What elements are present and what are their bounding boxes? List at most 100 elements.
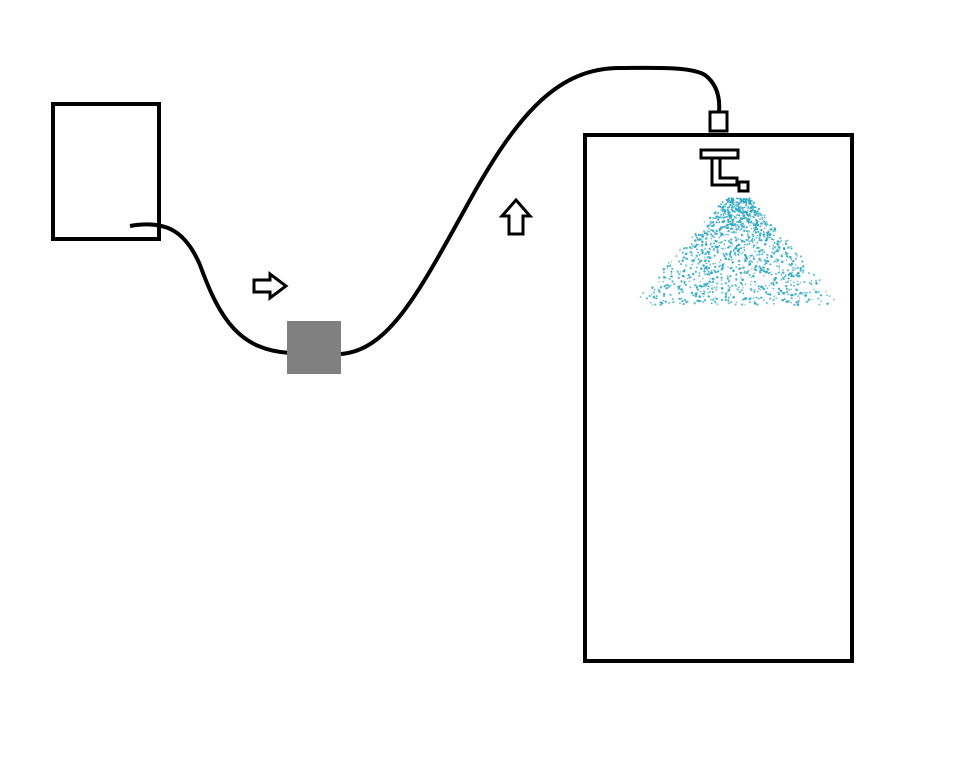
spray-droplet [812, 273, 816, 276]
spray-droplet [709, 243, 712, 246]
spray-droplet [740, 221, 742, 224]
spray-droplet [720, 233, 723, 236]
spray-droplet [719, 273, 723, 276]
spray-droplet [664, 287, 668, 290]
spray-droplet [697, 262, 700, 265]
spray-droplet [715, 286, 718, 289]
spray-droplet [787, 293, 790, 296]
spray-droplet [652, 296, 655, 299]
spray-droplet [734, 253, 737, 257]
spray-droplet [707, 267, 711, 270]
spray-droplet [740, 206, 743, 209]
spray-droplet [694, 283, 697, 287]
spray-droplet [810, 279, 813, 282]
spray-droplet [712, 223, 716, 227]
spray-droplet [673, 283, 676, 286]
spray-droplet [784, 275, 787, 278]
spray-droplet [750, 227, 752, 230]
spray-droplet [797, 295, 800, 298]
spray-droplet [737, 203, 740, 205]
spray-droplet [777, 287, 781, 290]
spray-droplet [744, 257, 747, 260]
spray-droplet [825, 291, 827, 293]
spray-droplet [645, 297, 648, 300]
spray-droplet [761, 218, 763, 221]
spray-droplet [734, 246, 737, 249]
spray-droplet [648, 294, 651, 298]
spray-droplet [680, 285, 682, 287]
spray-droplet [710, 271, 714, 275]
spray-droplet [792, 266, 794, 269]
spray-droplet [770, 228, 773, 231]
spray-droplet [757, 246, 760, 249]
spray-droplet [733, 205, 736, 207]
spray-droplet [807, 299, 810, 302]
spray-droplet [785, 259, 788, 262]
spray-droplet [702, 295, 705, 298]
spray-droplet [669, 293, 672, 297]
spray-droplet [790, 301, 792, 304]
spray-droplet [772, 234, 775, 237]
spray-droplet [776, 265, 778, 268]
spray-droplet [727, 213, 730, 215]
spray-droplet [733, 248, 736, 251]
spray-droplet [729, 204, 732, 207]
spray-droplet [724, 296, 727, 298]
spray-droplet [714, 244, 717, 248]
spray-droplet [772, 281, 775, 283]
spray-droplet [820, 300, 822, 302]
spray-droplet [739, 238, 742, 241]
spray-droplet [787, 300, 790, 303]
spray-droplet [706, 288, 709, 290]
spray-droplet [660, 286, 662, 289]
spray-droplet [754, 224, 757, 228]
spray-droplet [729, 201, 732, 204]
spray-droplet [732, 269, 735, 272]
spray-droplet [778, 264, 781, 267]
spray-droplet [670, 260, 672, 263]
spray-droplet [728, 274, 732, 278]
spray-droplet [743, 229, 746, 232]
spray-droplet [778, 293, 780, 296]
spray-mist [639, 197, 835, 307]
spray-droplet [732, 198, 735, 200]
spray-droplet [751, 204, 755, 208]
spray-droplet [705, 240, 708, 243]
spray-droplet [708, 291, 711, 293]
spray-droplet [738, 251, 741, 254]
spray-droplet [809, 291, 811, 294]
spray-droplet [762, 235, 766, 238]
spray-droplet [759, 225, 762, 228]
spray-droplet [709, 222, 712, 225]
spray-droplet [740, 234, 744, 237]
spray-droplet [774, 230, 777, 232]
spray-droplet [678, 291, 681, 295]
spray-droplet [701, 234, 704, 237]
spray-droplet [675, 255, 678, 258]
spray-droplet [684, 252, 688, 256]
spray-droplet [788, 288, 791, 291]
spray-droplet [740, 267, 743, 269]
spray-droplet [703, 259, 707, 263]
spray-droplet [731, 201, 735, 204]
spray-droplet [666, 283, 669, 286]
spray-droplet [701, 240, 704, 244]
spray-droplet [797, 271, 800, 275]
spray-droplet [735, 203, 738, 207]
spray-droplet [697, 251, 699, 254]
spray-droplet [750, 220, 753, 223]
spray-droplet [724, 247, 727, 250]
spray-droplet [726, 253, 728, 256]
spray-droplet [763, 216, 766, 219]
spray-droplet [716, 251, 719, 254]
spray-droplet [707, 295, 710, 298]
spray-droplet [754, 250, 756, 253]
spray-droplet [707, 227, 711, 230]
spray-droplet [810, 283, 813, 286]
spray-droplet [761, 222, 764, 225]
spray-droplet [704, 243, 708, 246]
spray-droplet [805, 300, 809, 304]
spray-droplet [726, 208, 730, 212]
spray-droplet [731, 225, 733, 227]
spray-droplet [726, 215, 729, 218]
